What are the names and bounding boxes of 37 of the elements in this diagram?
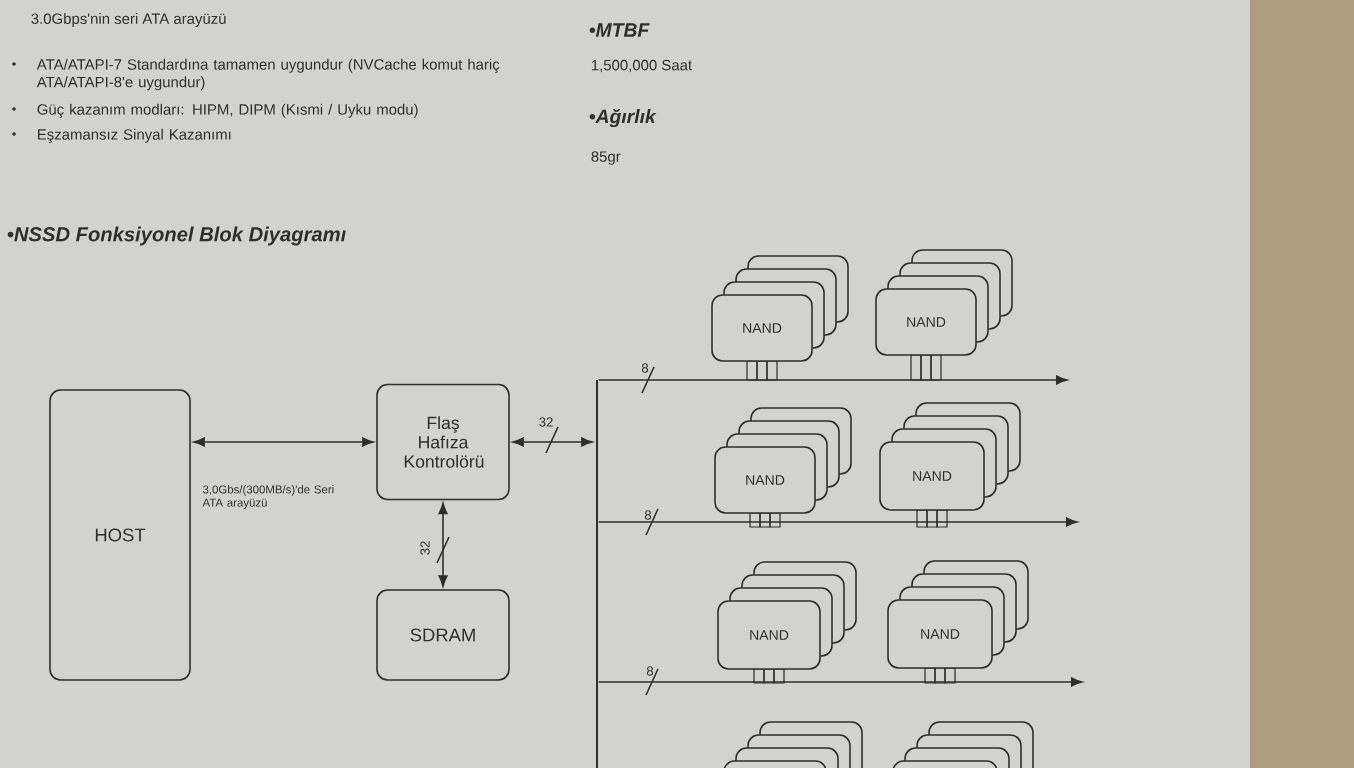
bus-line [596, 380, 598, 768]
diagram-title: •NSSD Fonksiyonel Blok Diyagramı [7, 226, 346, 246]
arrow [598, 677, 1083, 687]
edge-label: 3,0Gbs/(300MB/s)'de Seri ATA arayüzü [202, 485, 334, 509]
edge-label: 8 [641, 363, 649, 373]
edge-label: 32 [539, 417, 553, 427]
memory-chip-stack: NAND [887, 560, 1029, 684]
edge-label: 8 [644, 510, 652, 520]
memory-chip-stack [723, 721, 863, 768]
arrow [598, 517, 1078, 527]
list-item: ATA/ATAPI-7 Standardına tamamen uygundur (NVCache komut hariç ATA/ATAPI-8'e uygundur) [36, 58, 500, 91]
arrow [193, 437, 374, 447]
edge-label: 8 [646, 666, 654, 676]
node-label: NAND [743, 323, 782, 333]
section-heading: •MTBF [589, 23, 650, 37]
block-box: Flaş Hafıza Kontrolörü [376, 383, 510, 501]
node-label: NAND [746, 475, 785, 485]
memory-chip-stack: NAND [711, 255, 849, 381]
memory-chip-stack: NAND [714, 407, 852, 528]
section-heading: •Ağırlık [589, 108, 657, 128]
text-line: 1,500,000 Saat [591, 59, 692, 73]
block-box: HOST [49, 389, 191, 681]
memory-chip-stack: NAND [875, 249, 1013, 381]
arrow [512, 437, 593, 447]
memory-chip-stack [892, 721, 1034, 768]
text-line: 85gr [591, 151, 621, 165]
arrow [598, 375, 1068, 385]
list-item: Güç kazanım modları: HIPM, DIPM (Kısmi / Uyku modu) [37, 103, 418, 118]
node-label: NAND [907, 317, 946, 327]
edge-label: 32 [420, 541, 430, 555]
block-box: SDRAM [376, 589, 510, 681]
text-line: 3.0Gbps'nin seri ATA arayüzü [31, 13, 226, 27]
list-item: Eşzamansız Sinyal Kazanımı [38, 128, 231, 143]
memory-chip-stack: NAND [879, 402, 1021, 528]
arrow [438, 502, 448, 587]
memory-chip-stack: NAND [717, 561, 857, 684]
node-label: NAND [913, 471, 952, 481]
